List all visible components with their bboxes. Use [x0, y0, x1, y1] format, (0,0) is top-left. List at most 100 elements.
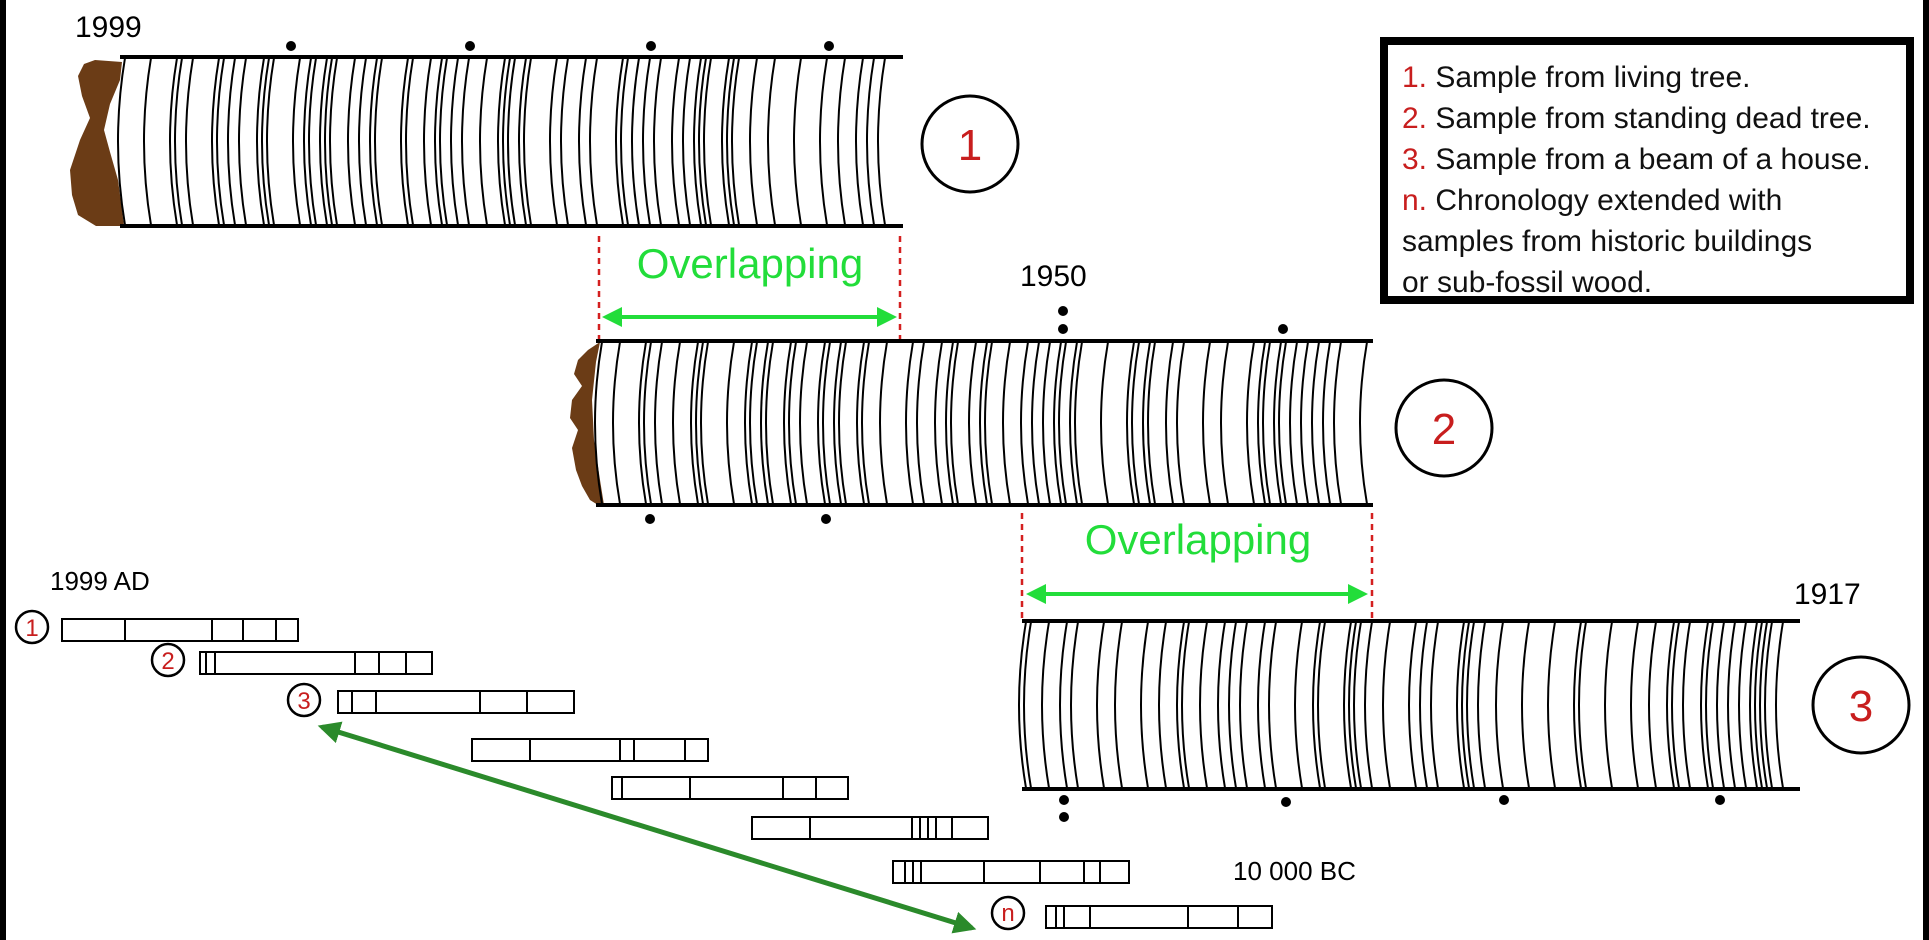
core-3-ring [1573, 621, 1582, 789]
tree-core-2: 1950 2 [570, 260, 1494, 524]
core-2-ring [968, 341, 977, 505]
core-1-ring [405, 57, 414, 226]
core-2-ring [612, 341, 621, 505]
core-1-ring [726, 57, 735, 226]
core-3-ring [1630, 621, 1639, 789]
core-3-ring [1648, 621, 1657, 789]
core-3-ring [1759, 621, 1768, 789]
tree-core-3: 1917 3 [1018, 578, 1911, 822]
left-border [0, 0, 6, 940]
core-3-ring [1239, 621, 1248, 789]
core-3-ring [1716, 621, 1725, 789]
core-3-ring [1705, 621, 1714, 789]
chronology-marker-3: 3 [297, 688, 310, 715]
core-3-ring [1749, 621, 1758, 789]
bark-1 [70, 60, 124, 226]
legend-item-1-text: Sample from living tree. [1427, 61, 1751, 94]
core-2-ring [1165, 341, 1174, 505]
legend-continuation-2: or sub-fossil wood. [1402, 266, 1653, 299]
core-1-ring [642, 57, 651, 226]
bark-2 [570, 342, 604, 505]
core-1-ring [174, 57, 183, 226]
core-3-ring [1268, 621, 1277, 789]
core-2-ring [1002, 341, 1011, 505]
core-3-ring [1666, 621, 1675, 789]
core-3-ring [1461, 621, 1470, 789]
core-2-ring [1322, 341, 1331, 505]
chronology-marker-2-circle [150, 642, 186, 678]
core-1-ring [631, 57, 640, 226]
core-1-ring [117, 57, 126, 226]
chronology-bar [611, 776, 849, 800]
core-1-ring [261, 57, 270, 226]
core-1-ring [855, 57, 864, 226]
core-3-ring [1382, 621, 1391, 789]
chronology-bar [337, 690, 575, 714]
chronology-start-label: 1999 AD [50, 566, 150, 596]
core-2-ring [1300, 341, 1309, 505]
core-2-ring [1147, 341, 1156, 505]
core-3-ring [1547, 621, 1556, 789]
core-2-ring [1126, 341, 1135, 505]
overlap-2-3: Overlapping [1020, 513, 1374, 622]
core-1-ring [303, 57, 312, 226]
core-2-ring [799, 341, 808, 505]
core-2-ring [1020, 341, 1029, 505]
chronology-extension-arrow [317, 721, 977, 934]
core-1-ring [461, 57, 470, 226]
core-3-ring [1364, 621, 1373, 789]
core-1-ring [671, 57, 680, 226]
core-2-ring [1262, 341, 1271, 505]
core-2-ring [945, 341, 954, 505]
core-1-ring [347, 57, 356, 226]
core-1-ring [866, 57, 875, 226]
overlap-label-1: Overlapping [637, 240, 863, 287]
decade-dots-3 [1059, 795, 1725, 822]
core-1-ring [877, 57, 886, 226]
core-1-ring [374, 57, 383, 226]
legend-box: 1. Sample from living tree. 2. Sample fr… [1380, 37, 1914, 304]
core-2-ring [979, 341, 988, 505]
core-2-ring [765, 341, 774, 505]
core-3-ring [1456, 621, 1465, 789]
core-1-ring [523, 57, 532, 226]
core-1-ring [749, 57, 758, 226]
core-2-ring [1220, 341, 1229, 505]
core-1-ring [693, 57, 702, 226]
core-2-ring [672, 341, 681, 505]
core-2-ring [1069, 341, 1078, 505]
core-2-ring [643, 341, 652, 505]
sample-marker-3: 3 [1849, 682, 1873, 731]
core-2-ring [783, 341, 792, 505]
core-2-ring [838, 341, 847, 505]
core-1-ring [497, 57, 506, 226]
legend-item-3-text: Sample from a beam of a house. [1427, 143, 1871, 176]
core-3-ring [1228, 621, 1237, 789]
year-label-1999: 1999 [75, 11, 142, 44]
core-3-ring [1176, 621, 1185, 789]
sample-marker-2: 2 [1432, 405, 1456, 454]
core-2-ring [726, 341, 735, 505]
core-3-ring [1764, 621, 1773, 789]
core-2-ring [950, 341, 959, 505]
core-2-ring [1289, 341, 1298, 505]
decade-dots-2 [645, 306, 1288, 524]
core-2-ring [1042, 341, 1051, 505]
chronology-end-label: 10 000 BC [1233, 856, 1356, 886]
legend-item-3-num: 3. [1402, 143, 1428, 176]
core-1-ring [434, 57, 443, 226]
core-3-ring [1671, 621, 1680, 789]
core-2-ring [822, 341, 831, 505]
year-label-1917: 1917 [1794, 578, 1861, 611]
core-1-ring [560, 57, 569, 226]
core-2-ring [833, 341, 842, 505]
core-1-ring [620, 57, 629, 226]
chronology-bar [199, 651, 433, 675]
core-1-ring [185, 57, 194, 226]
core-2-ring [594, 341, 603, 505]
core-2-ring [695, 341, 704, 505]
core-1-ring [329, 57, 338, 226]
core-2-ring [1053, 341, 1062, 505]
core-1-ring [324, 57, 333, 226]
legend-item-n-num: n. [1402, 184, 1428, 217]
